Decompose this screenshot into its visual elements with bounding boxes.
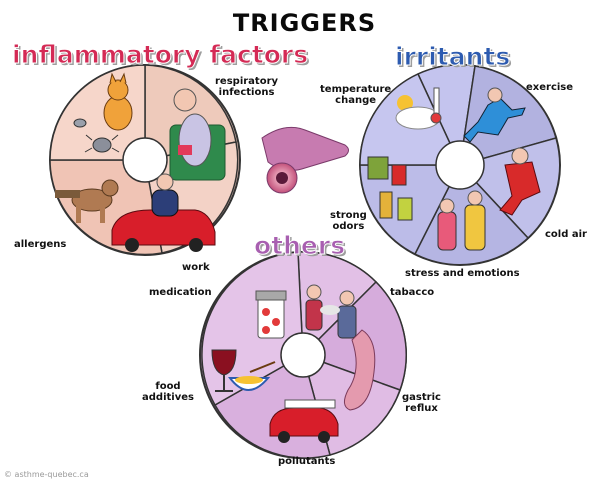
food-bowl-icon [227, 361, 276, 391]
heading-irritants: irritants [394, 42, 511, 71]
page-title: TRIGGERS [232, 9, 377, 37]
label-gastric-reflux: gastric reflux [402, 392, 441, 414]
label-work: work [182, 262, 210, 273]
dog-icon [55, 179, 119, 223]
cloud-sun-icon [395, 95, 441, 130]
label-food-additives: food additives [142, 381, 194, 403]
label-respiratory-infections: respiratory infections [215, 76, 279, 98]
runner-icon [463, 87, 526, 143]
dust-mite-icon [73, 118, 120, 153]
pills-icon [255, 290, 287, 339]
stomach-icon [344, 329, 376, 411]
label-cold-air: cold air [545, 229, 587, 240]
arguing-people-icon [437, 190, 486, 251]
wine-glass-icon [211, 349, 237, 392]
thermometer-icon [430, 87, 442, 124]
bronchus-icon [261, 126, 349, 194]
label-stress-and-emotions: stress and emotions [405, 268, 520, 279]
cold-walker-icon [499, 147, 541, 216]
label-exercise: exercise [526, 82, 574, 93]
worker-car-icon [111, 173, 216, 252]
label-pollutants: pollutants [278, 456, 336, 467]
heading-inflammatory-factors: inflammatory factors [11, 40, 309, 69]
paint-cans-icon [367, 156, 413, 221]
label-allergens: allergens [14, 239, 67, 250]
credit-watermark: © asthme-quebec.ca [4, 470, 89, 479]
smokers-icon [305, 284, 357, 339]
label-medication: medication [149, 287, 212, 298]
label-temperature-change: temperature change [320, 84, 392, 106]
heading-others: others [253, 231, 346, 260]
sick-person-icon [169, 88, 226, 181]
red-car-icon [269, 399, 339, 443]
cat-icon [103, 72, 133, 131]
label-tabacco: tabacco [390, 287, 435, 298]
label-strong-odors: strong odors [330, 210, 367, 232]
